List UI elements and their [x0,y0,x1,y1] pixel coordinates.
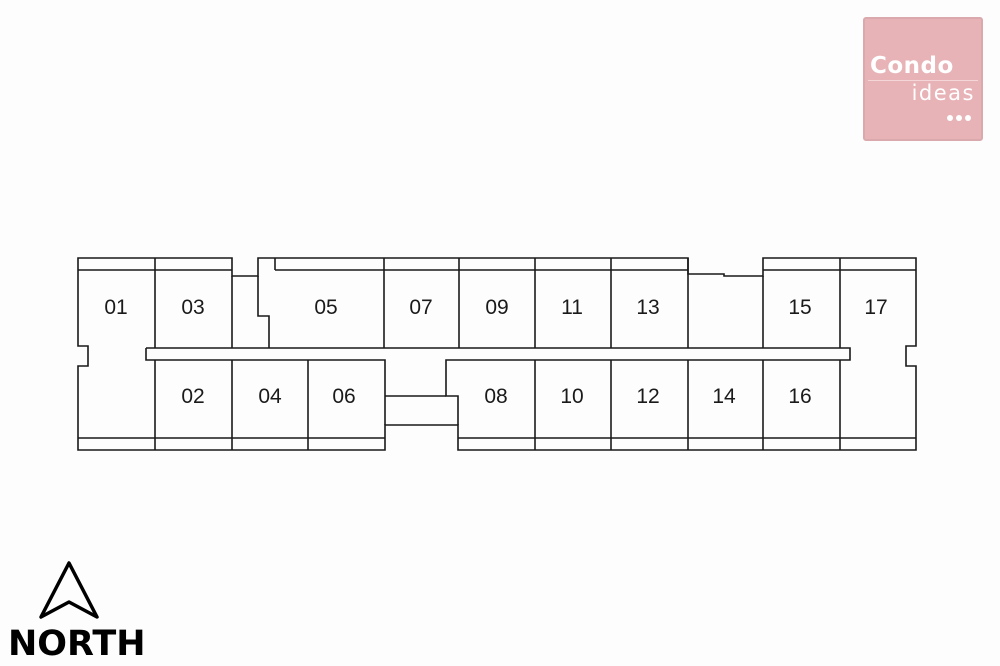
logo-word-ideas: ideas [911,81,975,105]
north-label: NORTH [8,624,146,664]
unit-13: 13 [636,296,659,319]
unit-06: 06 [332,385,355,408]
corridor [146,347,851,425]
unit-02: 02 [181,385,204,408]
unit-15: 15 [788,296,811,319]
unit-12: 12 [636,385,659,408]
unit-07: 07 [409,296,432,319]
unit-16: 16 [788,385,811,408]
unit-04: 04 [258,385,282,408]
unit-17: 17 [864,296,887,319]
logo-word-condo: Condo [870,53,954,79]
unit-08: 08 [484,385,507,408]
north-compass: NORTH [8,560,148,664]
logo-divider [868,80,978,81]
unit-05: 05 [314,296,337,319]
condo-ideas-logo: Condo ideas [863,17,983,141]
north-arrow-icon [39,561,99,619]
unit-10: 10 [560,385,583,408]
logo-dots [944,108,971,126]
unit-01: 01 [104,296,127,319]
unit-14: 14 [712,385,736,408]
unit-09: 09 [485,296,508,319]
unit-11: 11 [561,296,583,319]
building-outline [77,257,917,451]
unit-03: 03 [181,296,204,319]
